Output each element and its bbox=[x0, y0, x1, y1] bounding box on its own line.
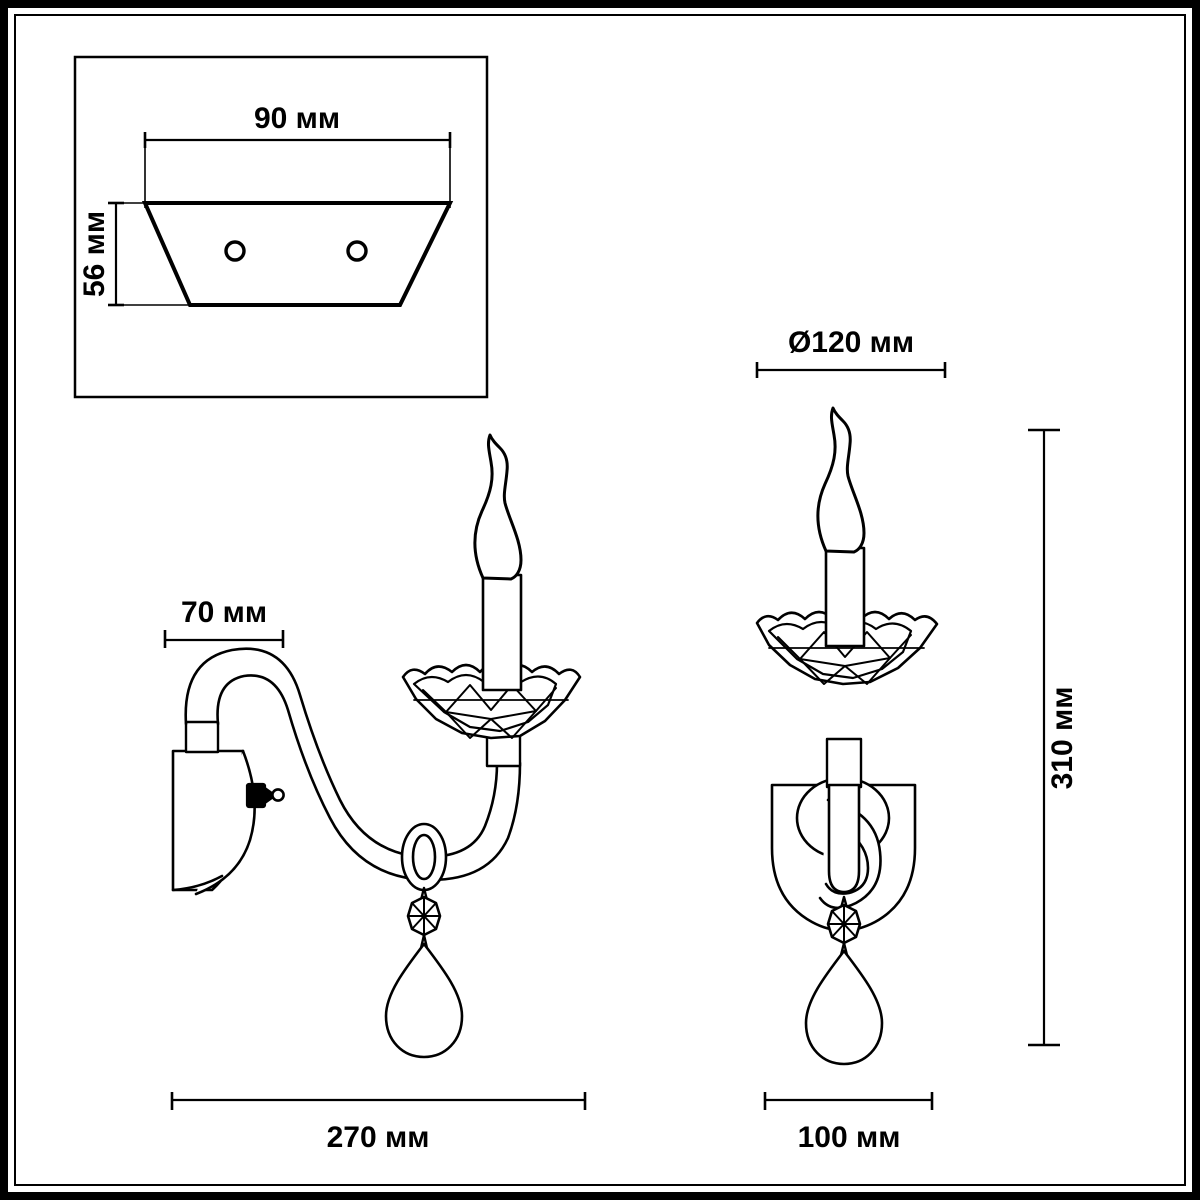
dim-label-plate-width: 90 мм bbox=[254, 102, 340, 135]
bobeche-facet-zigzag bbox=[445, 684, 537, 713]
switch-knob[interactable] bbox=[271, 788, 285, 802]
front-candle-socket bbox=[825, 737, 863, 789]
dim-plate-height: 56 мм bbox=[78, 201, 195, 307]
mounting-plate-trapezoid bbox=[141, 201, 454, 307]
dim-label-arm-depth: 70 мм bbox=[181, 596, 267, 629]
dim-label-total-height: 310 мм bbox=[1046, 687, 1079, 790]
arm-outer-curve bbox=[184, 647, 499, 859]
front-candle-sleeve bbox=[824, 546, 866, 648]
switch-neck[interactable] bbox=[264, 787, 273, 804]
dim-label-plate-height: 56 мм bbox=[78, 211, 111, 297]
inner-frame-line bbox=[14, 14, 1186, 1186]
crystal-ring bbox=[400, 822, 448, 892]
dim-arm-depth: 70 мм bbox=[163, 596, 285, 648]
front-pendant-teardrop-crystal bbox=[804, 949, 884, 1066]
dim-total-height: 310 мм bbox=[1028, 428, 1079, 1047]
arm-collar bbox=[184, 720, 220, 754]
side-view bbox=[171, 433, 582, 1059]
switch-assembly[interactable] bbox=[245, 782, 285, 809]
dim-total-width: 270 мм bbox=[170, 1092, 587, 1154]
wall-bracket-front-face bbox=[194, 749, 256, 896]
dim-front-width: 100 мм bbox=[763, 1092, 934, 1154]
front-pendant-bead-facets bbox=[827, 904, 861, 944]
candle-sleeve bbox=[481, 573, 523, 692]
inset-detail-box: 90 мм 56 мм bbox=[73, 55, 489, 399]
dim-label-bobeche-diameter: Ø120 мм bbox=[788, 326, 914, 359]
pendant-teardrop-crystal bbox=[384, 942, 464, 1059]
mounting-hole-left bbox=[224, 240, 246, 262]
mounting-hole-right bbox=[346, 240, 368, 262]
bobeche-facet-lower bbox=[445, 710, 537, 739]
dim-label-total-width: 270 мм bbox=[327, 1121, 430, 1154]
wall-bracket-bottom-edge bbox=[171, 874, 224, 892]
dim-plate-width: 90 мм bbox=[143, 102, 452, 208]
candle-flame-bulb bbox=[473, 433, 523, 581]
dim-bobeche-diameter: Ø120 мм bbox=[755, 326, 947, 378]
front-view bbox=[755, 406, 939, 1066]
front-bobeche-facet-lower bbox=[799, 657, 891, 685]
dim-label-front-width: 100 мм bbox=[798, 1121, 901, 1154]
switch-body[interactable] bbox=[245, 782, 267, 809]
front-bobeche-crystal-cup bbox=[755, 610, 939, 686]
crystal-pendant bbox=[384, 886, 464, 1059]
pendant-bead-facets bbox=[407, 896, 441, 936]
front-socket-body bbox=[827, 783, 861, 894]
front-crystal-pendant bbox=[804, 895, 884, 1066]
ring-inner bbox=[411, 833, 437, 881]
front-bobeche-facet-zigzag bbox=[799, 631, 891, 660]
front-candle-flame-bulb bbox=[816, 406, 866, 554]
arm-inner-curve bbox=[216, 674, 522, 882]
